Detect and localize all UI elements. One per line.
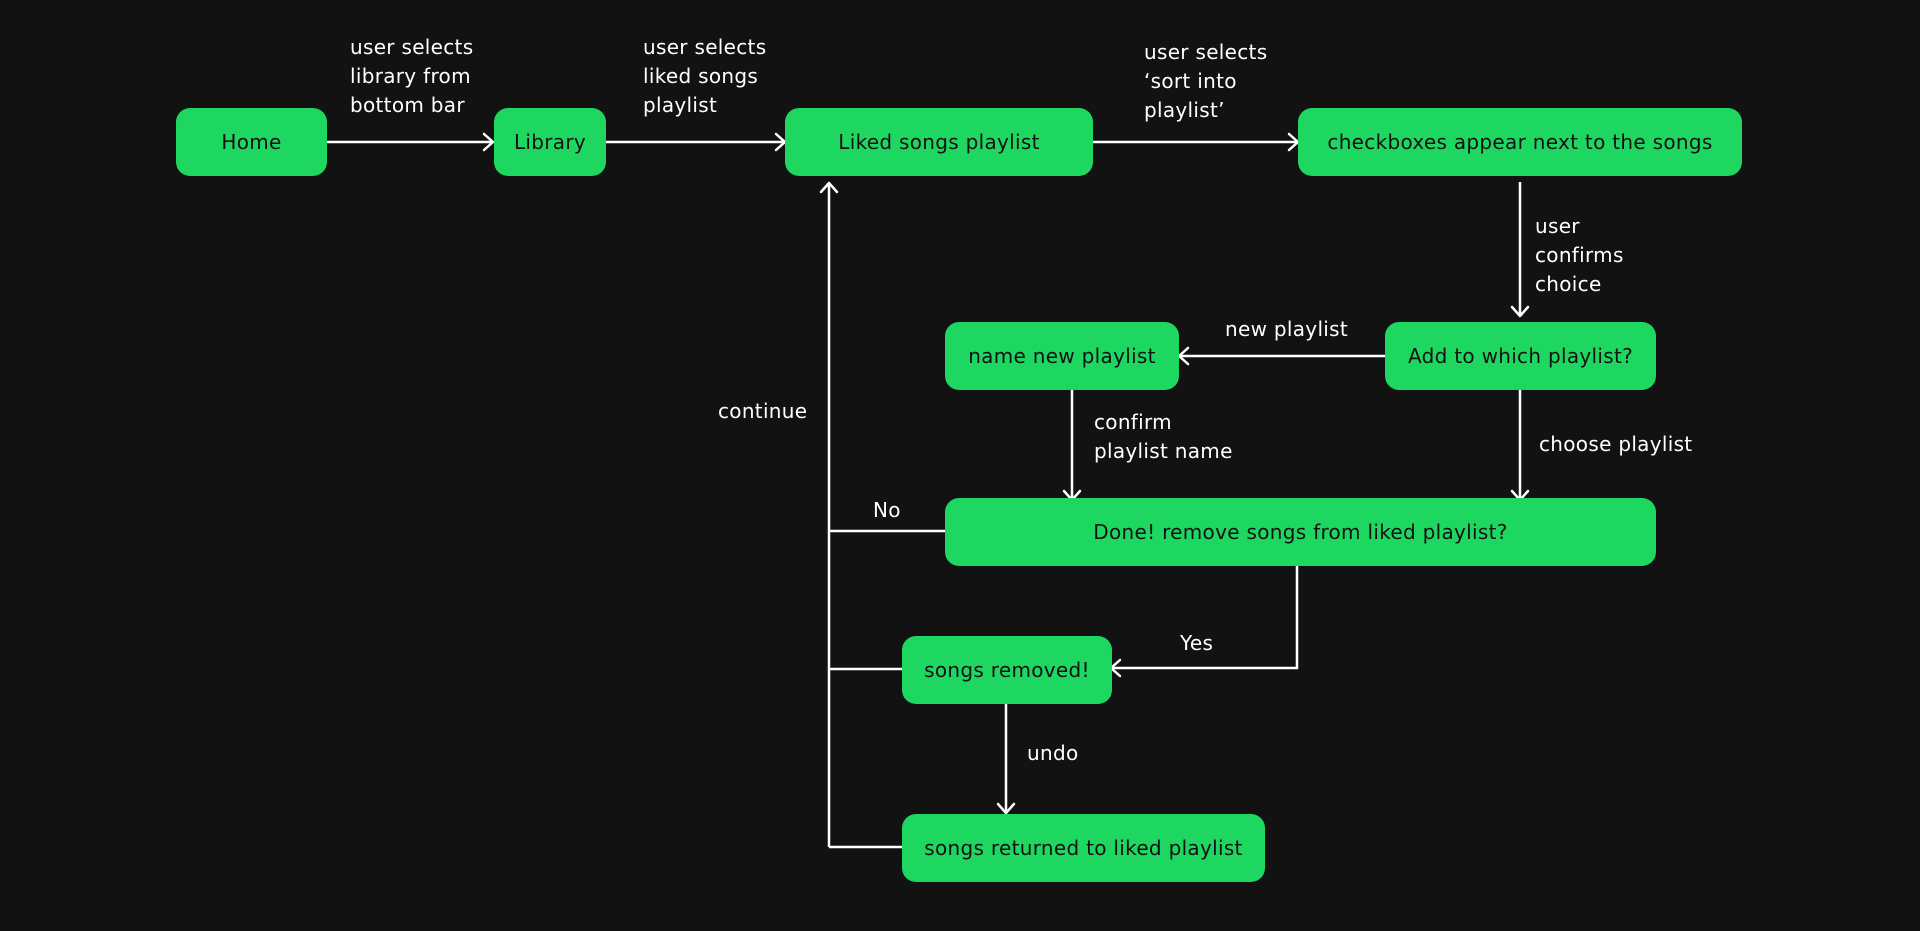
node-library: Library <box>494 108 606 176</box>
label-continue: continue <box>718 399 808 423</box>
arrowhead-new <box>1177 346 1190 366</box>
label-new-playlist: new playlist <box>1225 317 1349 341</box>
label-home-to-library: user selects library from bottom bar <box>350 35 474 117</box>
label-yes: Yes <box>1180 631 1214 655</box>
label-checkboxes-to-add: user confirms choice <box>1535 214 1624 296</box>
node-add-to-which: Add to which playlist? <box>1385 322 1656 390</box>
edge-done-removed <box>1112 566 1299 670</box>
node-checkboxes: checkboxes appear next to the songs <box>1298 108 1742 176</box>
label-no: No <box>873 498 901 522</box>
node-songs-removed: songs removed! <box>902 636 1112 704</box>
node-songs-returned: songs returned to liked playlist <box>902 814 1265 882</box>
arrowhead-add <box>1510 305 1530 318</box>
arrowhead-continue <box>819 181 839 194</box>
arrowhead-library <box>482 132 495 152</box>
arrowhead-returned <box>996 802 1016 815</box>
node-home: Home <box>176 108 327 176</box>
node-liked-songs: Liked songs playlist <box>785 108 1093 176</box>
label-confirm-playlist-name: confirm playlist name <box>1094 410 1233 463</box>
label-choose-playlist: choose playlist <box>1539 432 1693 456</box>
label-liked-to-checkboxes: user selects ‘sort into playlist’ <box>1144 40 1268 122</box>
label-library-to-liked: user selects liked songs playlist <box>643 35 767 117</box>
node-name-new-playlist: name new playlist <box>945 322 1179 390</box>
label-undo: undo <box>1027 741 1079 765</box>
node-done-remove: Done! remove songs from liked playlist? <box>945 498 1656 566</box>
